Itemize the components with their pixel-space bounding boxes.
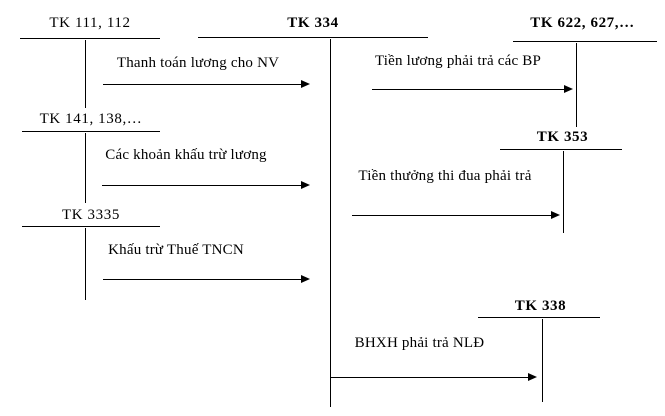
account-title: TK 338 bbox=[514, 298, 567, 314]
account-stem bbox=[85, 228, 86, 300]
account-underline bbox=[20, 38, 160, 39]
arrowhead-icon bbox=[301, 79, 310, 88]
right-arrow bbox=[103, 79, 310, 88]
right-arrow bbox=[102, 180, 310, 189]
arrowhead-icon bbox=[528, 372, 537, 381]
right-arrow bbox=[330, 372, 537, 381]
right-arrow bbox=[352, 210, 560, 219]
flow-label: Thanh toán lương cho NV bbox=[116, 55, 280, 71]
account-stem bbox=[85, 40, 86, 108]
account-stem bbox=[85, 133, 86, 203]
account-underline bbox=[513, 41, 657, 42]
flow-label: Các khoản khấu trừ lương bbox=[105, 147, 267, 163]
account-underline bbox=[198, 37, 428, 38]
arrowhead-icon bbox=[564, 84, 573, 93]
account-title: TK 334 bbox=[287, 15, 339, 31]
right-arrow bbox=[103, 274, 310, 283]
flow-label: Tiền lương phải trả các BP bbox=[374, 53, 542, 69]
account-title: TK 353 bbox=[536, 129, 589, 145]
account-stem bbox=[542, 319, 543, 402]
flow-label: BHXH phải trả NLĐ bbox=[354, 335, 485, 351]
arrowhead-icon bbox=[301, 180, 310, 189]
account-underline bbox=[500, 149, 622, 150]
account-title: TK 3335 bbox=[62, 207, 120, 223]
account-title: TK 141, 138,… bbox=[39, 111, 143, 127]
arrowhead-icon bbox=[301, 274, 310, 283]
account-underline bbox=[22, 226, 160, 227]
flow-label: Tiền thưởng thi đua phải trả bbox=[358, 168, 532, 184]
flow-label: Khấu trừ Thuế TNCN bbox=[108, 242, 244, 258]
account-stem bbox=[576, 43, 577, 127]
right-arrow bbox=[372, 84, 573, 93]
account-underline bbox=[478, 317, 600, 318]
arrowhead-icon bbox=[551, 210, 560, 219]
account-title: TK 622, 627,… bbox=[530, 15, 635, 31]
account-stem bbox=[563, 151, 564, 233]
account-stem bbox=[330, 39, 331, 407]
account-title: TK 111, 112 bbox=[49, 15, 131, 31]
account-underline bbox=[22, 131, 160, 132]
